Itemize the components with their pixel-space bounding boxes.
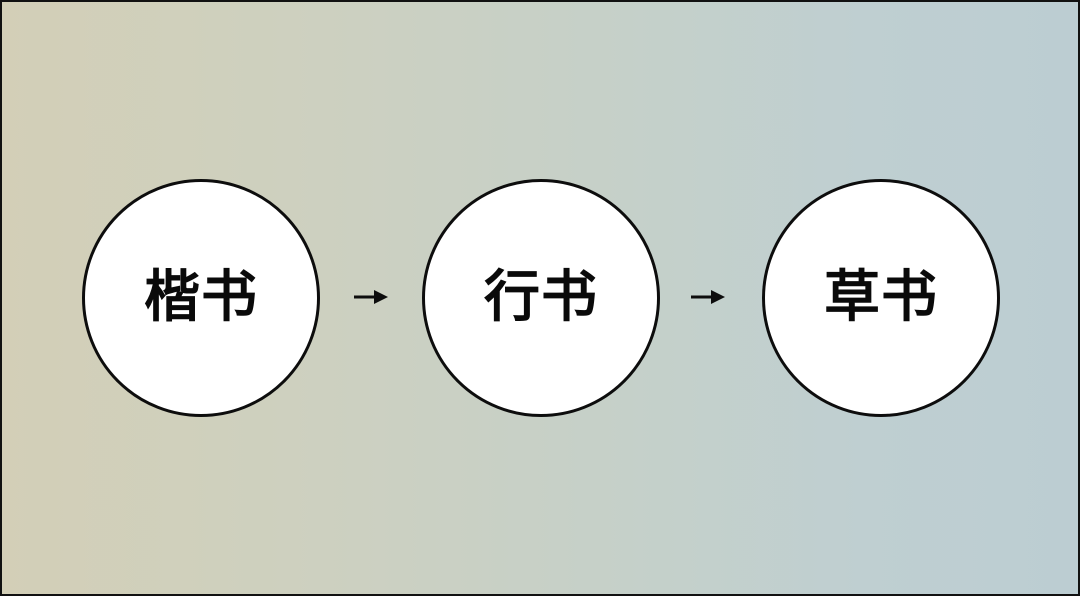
arrow-right-icon <box>691 290 725 304</box>
node-kaishu: 楷书 <box>82 179 320 417</box>
node-label-caoshu: 草书 <box>824 265 938 330</box>
node-caoshu: 草书 <box>762 179 1000 417</box>
node-label-xingshu: 行书 <box>484 265 598 330</box>
node-xingshu: 行书 <box>422 179 660 417</box>
arrow-right-icon <box>354 290 388 304</box>
node-label-kaishu: 楷书 <box>144 265 258 330</box>
